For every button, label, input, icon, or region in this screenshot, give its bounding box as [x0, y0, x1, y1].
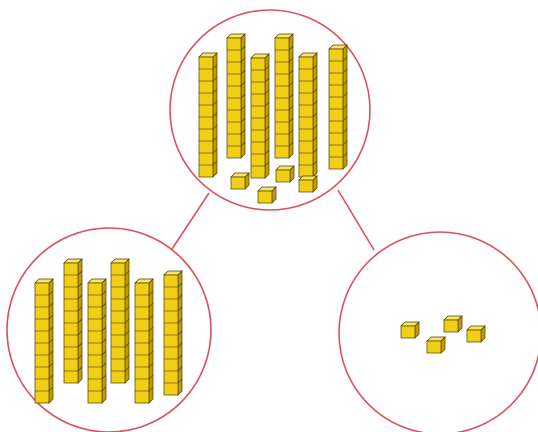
left-part-tens-rod [63, 258, 83, 384]
right-part-ones-cube [443, 315, 463, 333]
whole-tens-rod [198, 52, 218, 178]
connector-line-left [169, 192, 210, 253]
left-part-tens-rod [110, 258, 130, 384]
left-part-tens-rod [134, 278, 154, 404]
whole-tens-rod [328, 44, 348, 170]
left-part-blocks [34, 258, 183, 404]
right-part-blocks [400, 315, 486, 354]
right-part-ones-cube [400, 321, 420, 339]
part-circle-right [338, 231, 538, 432]
whole-circle [169, 9, 371, 211]
left-part-tens-rod [87, 278, 107, 404]
right-part-ones-cube [426, 336, 446, 354]
whole-blocks [198, 33, 348, 204]
left-part-tens-rod [163, 270, 183, 396]
whole-ones-cube [298, 175, 318, 193]
whole-tens-rod [274, 33, 294, 159]
whole-tens-rod [226, 33, 246, 159]
whole-ones-cube [230, 172, 250, 190]
whole-ones-cube [275, 165, 295, 183]
whole-ones-cube [257, 186, 277, 204]
whole-tens-rod [298, 52, 318, 178]
left-part-tens-rod [34, 278, 54, 404]
right-part-ones-cube [466, 325, 486, 343]
part-circle-left [6, 227, 212, 432]
whole-tens-rod [250, 53, 270, 179]
connector-line-right [337, 189, 375, 251]
